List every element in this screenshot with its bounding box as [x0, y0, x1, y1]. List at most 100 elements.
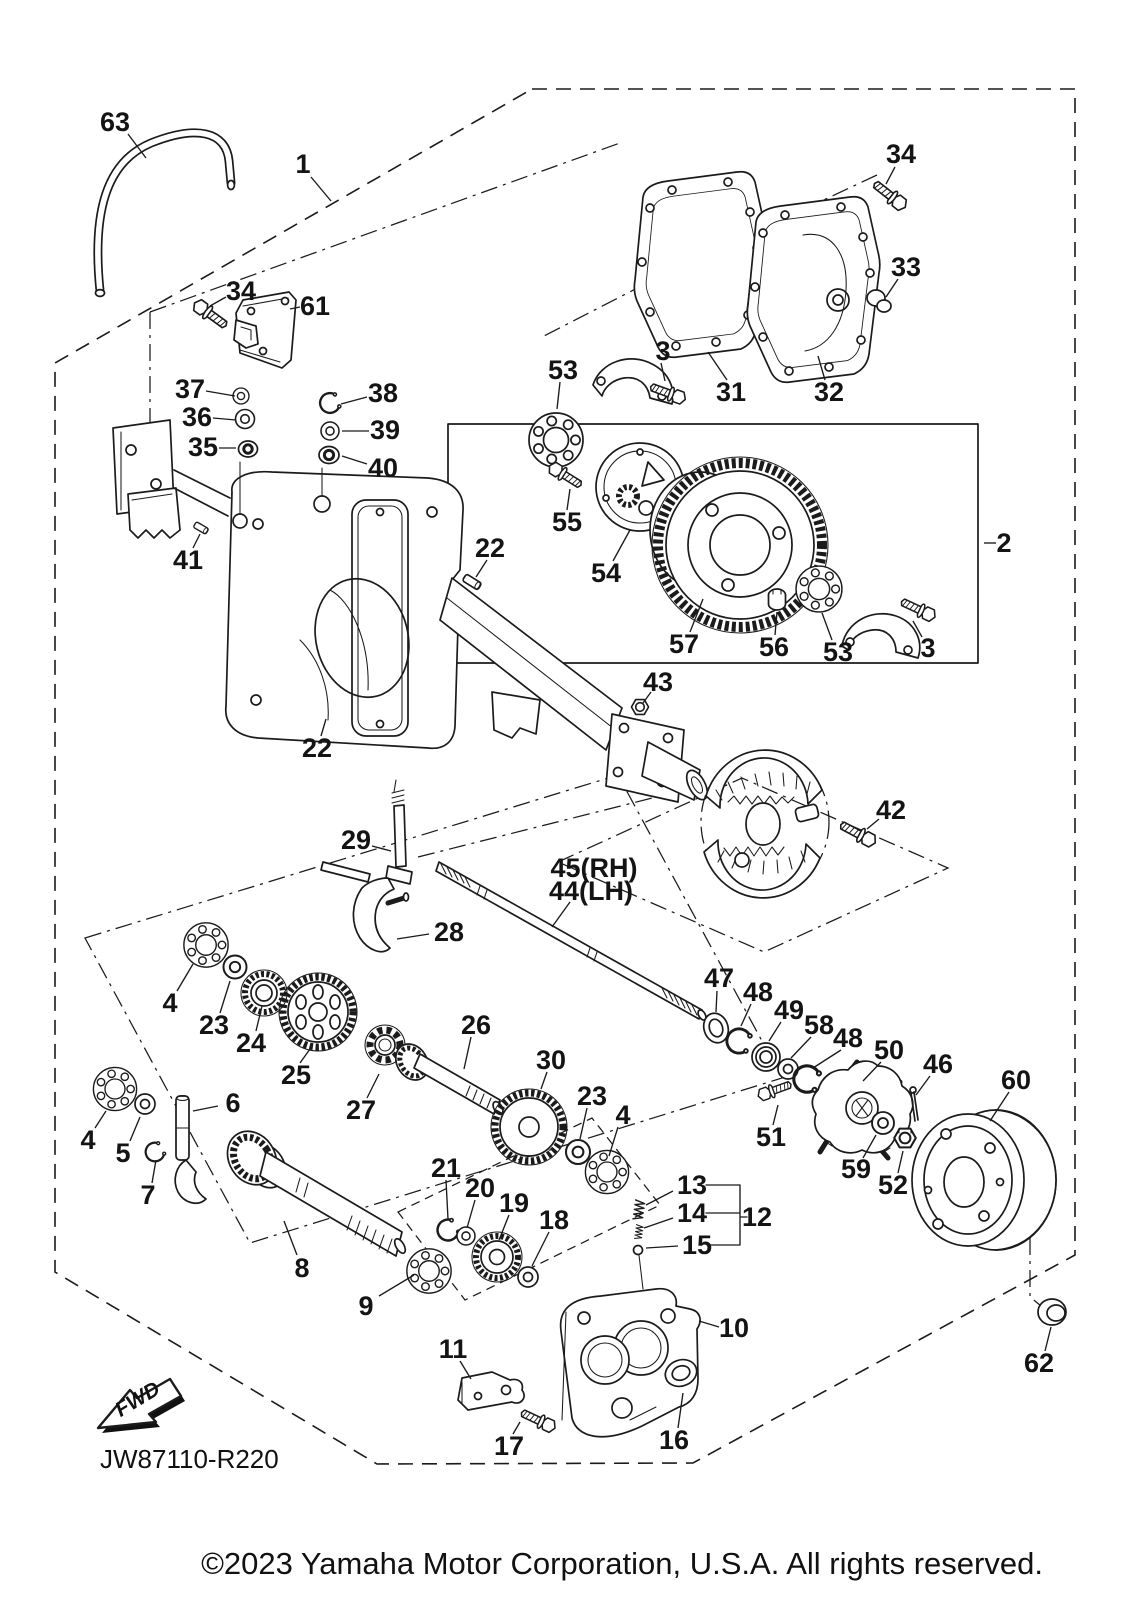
part-callout-1: 1	[295, 149, 310, 179]
part-callout-56: 56	[759, 632, 789, 662]
copyright-text: ©2023 Yamaha Motor Corporation, U.S.A. A…	[201, 1546, 1043, 1581]
callout-leader	[915, 1075, 931, 1096]
part-washer-36	[234, 408, 256, 430]
callout-leader	[897, 1150, 904, 1174]
part-callout-31: 31	[716, 377, 746, 407]
part-shift-rod-29	[385, 779, 413, 885]
part-callout-4: 4	[162, 988, 177, 1018]
callout-leader	[192, 533, 201, 549]
callout-leader	[862, 1061, 882, 1082]
callout-leader	[255, 1005, 263, 1032]
part-bearing-cap-lower	[841, 612, 921, 659]
part-callout-32: 32	[814, 377, 844, 407]
fwd-arrow: FWD	[96, 1377, 185, 1433]
callout-leader	[660, 362, 666, 382]
part-callout-49: 49	[774, 995, 804, 1025]
part-callout-30: 30	[536, 1045, 566, 1075]
part-callout-17: 17	[494, 1431, 524, 1461]
callout-leader	[459, 1360, 472, 1380]
part-callout-61: 61	[300, 291, 330, 321]
part-bushing-40	[318, 445, 340, 465]
part-gear-19	[471, 1231, 523, 1283]
callout-leader	[698, 1320, 720, 1328]
part-callout-52: 52	[878, 1170, 908, 1200]
callout-leader	[551, 901, 571, 928]
callout-leader	[340, 396, 368, 405]
callout-leader	[219, 980, 231, 1014]
part-callout-9: 9	[358, 1291, 373, 1321]
callout-leader	[790, 1036, 812, 1059]
part-callout-16: 16	[659, 1425, 689, 1455]
part-callout-29: 29	[341, 825, 371, 855]
callout-leader	[862, 1134, 877, 1159]
part-bearing-9	[406, 1248, 452, 1294]
part-callout-5: 5	[115, 1138, 130, 1168]
part-callout-55: 55	[552, 507, 582, 537]
part-callout-57: 57	[669, 629, 699, 659]
part-callout-22: 22	[475, 533, 505, 563]
part-callout-62: 62	[1024, 1348, 1054, 1378]
part-callout-42: 42	[876, 795, 906, 825]
part-breather-hose-63	[93, 128, 236, 298]
callout-leader	[772, 1104, 779, 1126]
part-callout-19: 19	[499, 1188, 529, 1218]
part-callout-50: 50	[874, 1035, 904, 1065]
part-callout-10: 10	[719, 1313, 749, 1343]
callout-leader	[645, 1245, 679, 1249]
callout-leader	[774, 611, 778, 636]
callout-leader	[129, 1116, 141, 1142]
part-bearing-53-left	[528, 412, 584, 468]
callout-leader	[707, 351, 728, 381]
part-callout-45(RH): 45(RH)	[550, 853, 637, 883]
callout-leader	[475, 559, 488, 578]
part-bushing-35	[237, 440, 259, 458]
part-callout-47: 47	[704, 963, 734, 993]
callout-leader	[566, 488, 571, 511]
callout-leader	[817, 355, 826, 381]
part-callout-22: 22	[302, 733, 332, 763]
part-callout-53: 53	[548, 355, 578, 385]
part-snap-ring-38	[316, 389, 344, 417]
part-callout-44(LH): 44(LH)	[549, 876, 633, 906]
callout-bracket-12	[705, 1184, 748, 1246]
part-seal-16	[664, 1358, 698, 1388]
part-bolt-42	[836, 817, 880, 851]
part-washer-5	[134, 1093, 156, 1115]
part-cotter-pin-46	[909, 1086, 919, 1122]
part-callout-38: 38	[368, 378, 398, 408]
part-callout-4: 4	[80, 1125, 95, 1155]
part-callout-15: 15	[682, 1230, 712, 1260]
part-axle-tube	[439, 577, 709, 803]
part-bearing-4c	[584, 1149, 630, 1195]
part-bolt-17	[517, 1405, 559, 1436]
part-callout-3: 3	[920, 633, 935, 663]
part-gear-case-10	[559, 1254, 701, 1438]
part-diff-cover-32	[746, 195, 881, 384]
callout-leader	[912, 620, 923, 638]
part-callout-27: 27	[346, 1095, 376, 1125]
part-callout-23: 23	[199, 1010, 229, 1040]
part-callout-48: 48	[743, 977, 773, 1007]
part-bearing-4b	[92, 1066, 138, 1112]
callout-leader	[151, 1159, 157, 1184]
callout-leader	[445, 1179, 449, 1220]
callout-leader	[531, 1231, 550, 1267]
part-callout-24: 24	[236, 1028, 266, 1058]
part-callout-14: 14	[677, 1198, 707, 1228]
part-callout-3: 3	[655, 336, 670, 366]
part-callout-6: 6	[225, 1088, 240, 1118]
leader-lines	[94, 133, 1052, 1435]
callout-leader	[812, 1049, 842, 1069]
part-callout-4: 4	[615, 1100, 630, 1130]
part-callout-39: 39	[370, 415, 400, 445]
part-axle-housing	[112, 419, 464, 750]
part-callout-51: 51	[756, 1122, 786, 1152]
part-callout-21: 21	[431, 1153, 461, 1183]
part-callout-12: 12	[742, 1202, 772, 1232]
part-callout-36: 36	[182, 402, 212, 432]
part-washer-37	[232, 387, 250, 405]
callout-leader	[396, 933, 430, 940]
part-bracket-11	[457, 1371, 525, 1411]
